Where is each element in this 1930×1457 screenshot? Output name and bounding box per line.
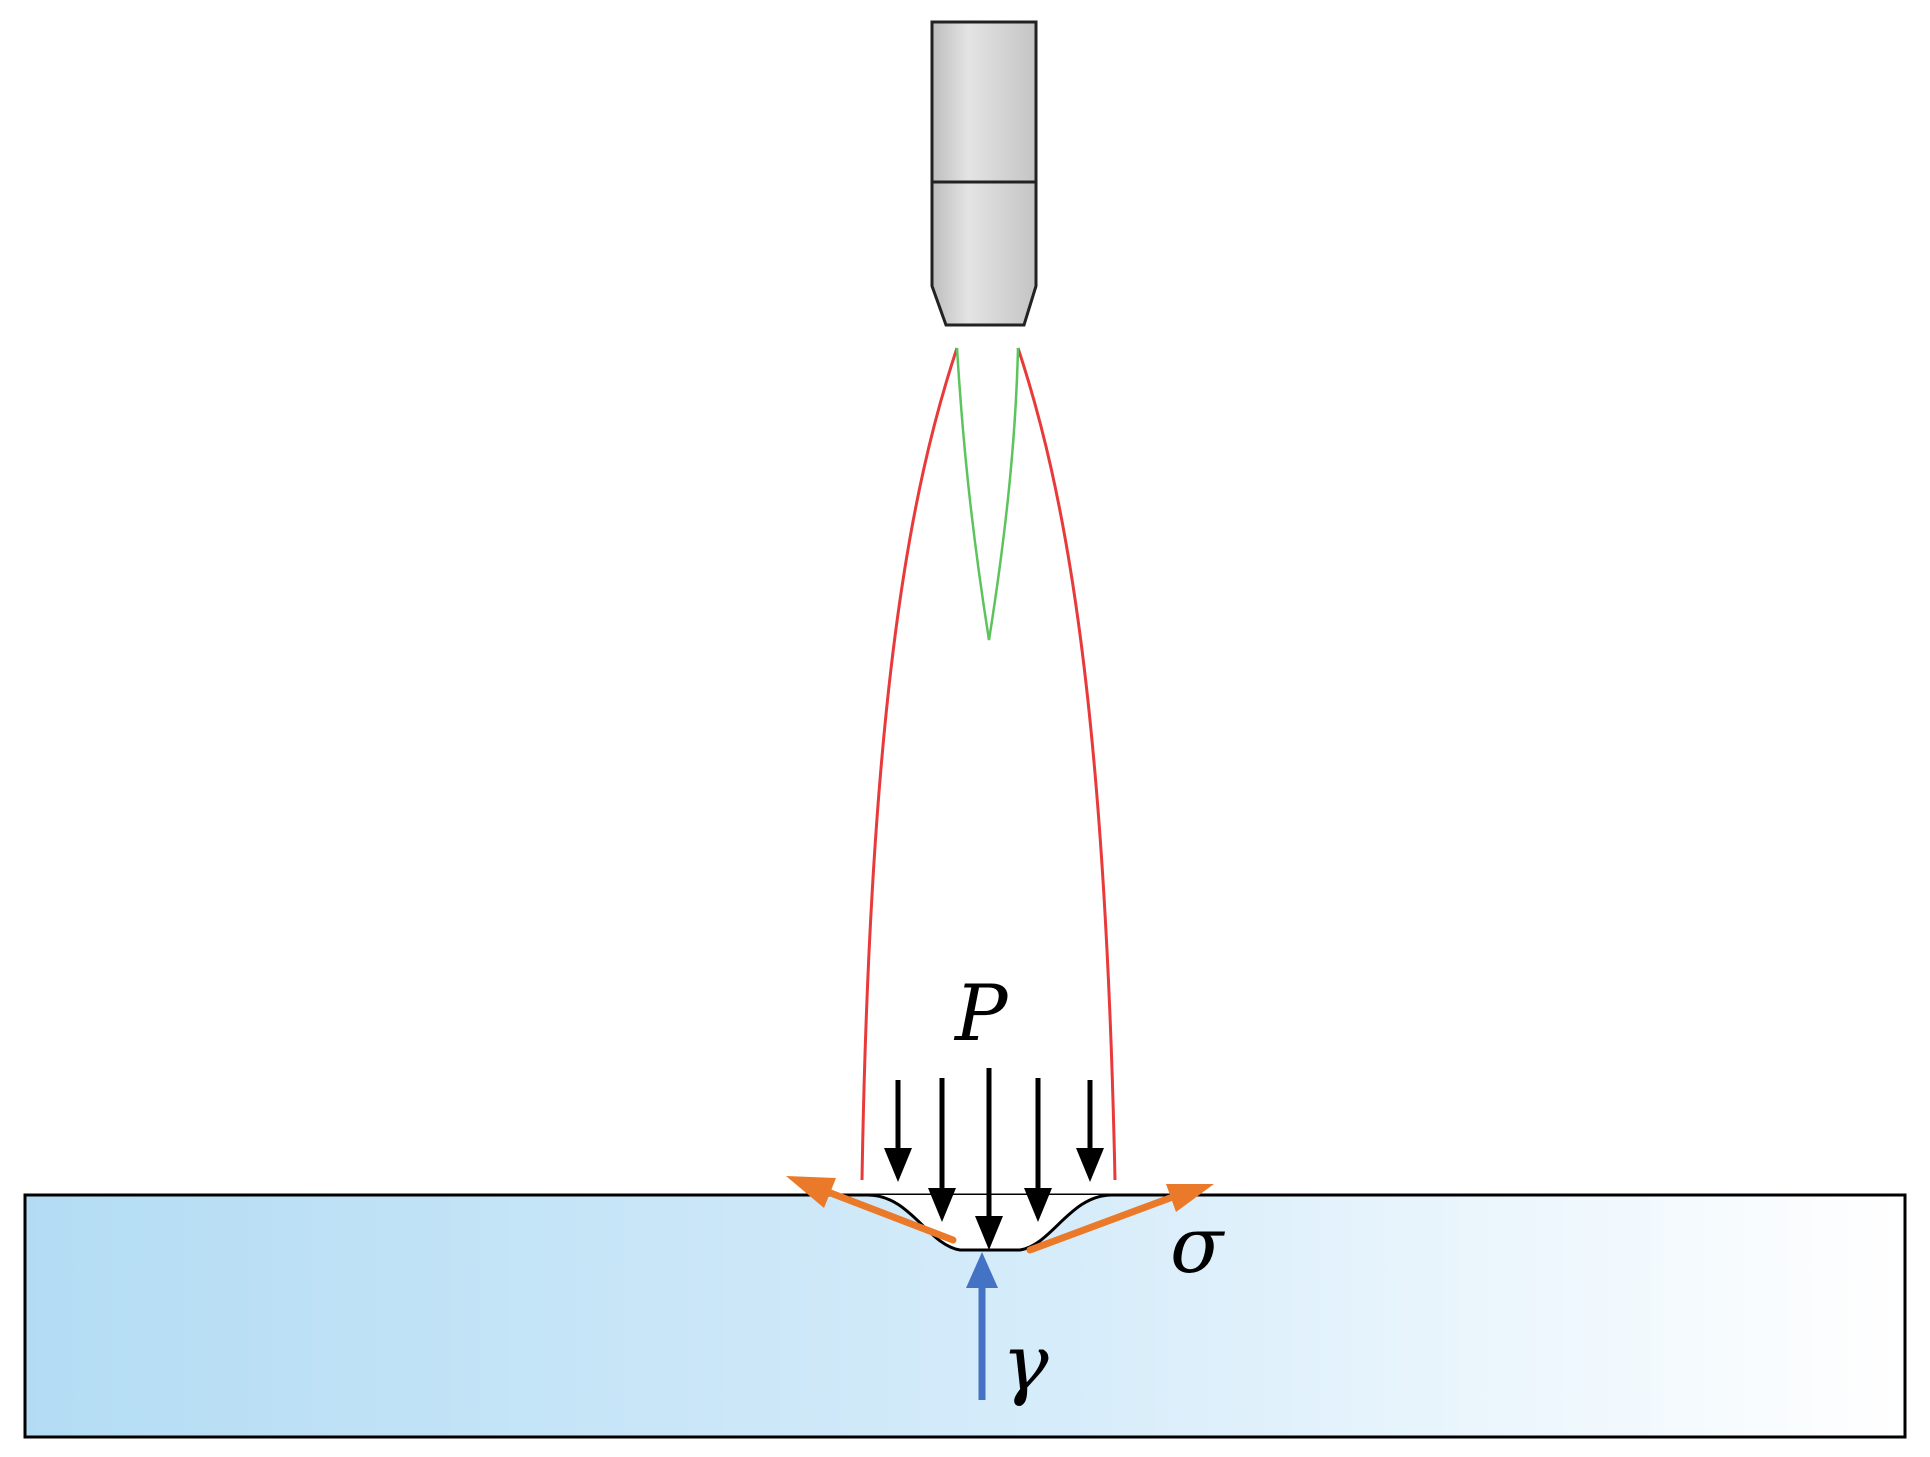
pressure-label: P <box>953 969 1009 1059</box>
pressure-arrow <box>928 1078 956 1222</box>
nozzle-lower-section <box>930 180 1038 327</box>
pressure-arrow <box>1024 1078 1052 1222</box>
nozzle-icon <box>930 20 1038 327</box>
nozzle-upper-section <box>930 20 1038 184</box>
tension-arrow-right <box>1026 1184 1214 1254</box>
plume-core <box>955 347 1020 641</box>
pressure-arrow <box>884 1080 912 1182</box>
tension-arrow-left <box>786 1176 957 1244</box>
plume-outer-left <box>860 347 959 1181</box>
recoil-label: γ <box>1002 1319 1049 1409</box>
surface-tension-arrows <box>786 1176 1214 1254</box>
pressure-arrow <box>975 1068 1003 1250</box>
plume-outer-right <box>1016 347 1117 1181</box>
recoil-arrow <box>966 1252 998 1400</box>
pressure-arrows <box>884 1068 1104 1250</box>
pressure-arrow <box>1076 1080 1104 1182</box>
surface-tension-label: σ <box>1170 1201 1225 1291</box>
